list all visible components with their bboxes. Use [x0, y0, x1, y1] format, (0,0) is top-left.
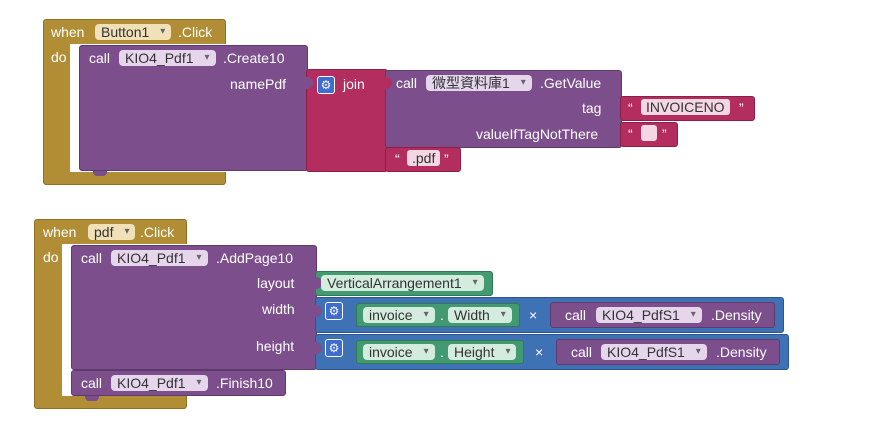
socket-connector [385, 77, 392, 89]
component-dropdown-kio4-pdf1[interactable]: KIO4_Pdf1 [111, 375, 208, 391]
multiply-operator: × [529, 307, 538, 323]
call-label: call [81, 250, 103, 266]
text-value-empty[interactable] [641, 125, 657, 141]
do-label: do [51, 49, 67, 65]
quote-open-icon: “ [628, 100, 633, 116]
multiply-operator: × [535, 344, 544, 360]
property-dropdown-width[interactable]: Width [448, 307, 512, 323]
method-name-label: .AddPage10 [216, 250, 294, 266]
dot-label: . [440, 307, 444, 323]
component-dropdown-kio4-pdfs1[interactable]: KIO4_PdfS1 [596, 307, 702, 323]
event-name-label: .Click [178, 24, 213, 40]
param-layout-label: layout [257, 275, 295, 291]
component-dropdown-button1[interactable]: Button1 [95, 24, 172, 40]
quote-close-icon: ” [444, 151, 449, 167]
param-namepdf-label: namePdf [230, 76, 287, 92]
quote-open-icon: “ [395, 151, 400, 167]
event-name-label: .Click [140, 224, 175, 240]
gear-icon[interactable]: ⚙ [325, 302, 343, 320]
when-label: when [43, 224, 77, 240]
join-label: join [343, 76, 365, 92]
gear-icon[interactable]: ⚙ [317, 76, 335, 94]
text-value-pdf-ext[interactable]: .pdf [407, 150, 441, 166]
component-dropdown-invoice[interactable]: invoice [363, 307, 435, 323]
method-name-label: .Finish10 [216, 375, 273, 391]
do-label: do [43, 249, 59, 265]
socket-connector [315, 277, 322, 289]
block-notch [93, 171, 107, 176]
socket-connector [315, 342, 322, 354]
quote-close-icon: ” [662, 126, 667, 142]
gear-icon[interactable]: ⚙ [325, 339, 343, 357]
method-name-label: .Density [716, 344, 767, 360]
call-label: call [89, 50, 111, 66]
call-block-create10[interactable] [79, 45, 308, 171]
socket-connector [315, 305, 322, 317]
component-dropdown-pdf[interactable]: pdf [88, 224, 136, 240]
text-value-invoiceno[interactable]: INVOICENO [641, 99, 730, 115]
quote-open-icon: “ [628, 126, 633, 142]
socket-connector [306, 77, 313, 89]
call-label: call [396, 75, 418, 91]
component-dropdown-kio4-pdfs1[interactable]: KIO4_PdfS1 [601, 344, 707, 360]
param-tag-label: tag [582, 100, 602, 116]
component-dropdown-kio4-pdf1[interactable]: KIO4_Pdf1 [119, 50, 216, 66]
property-dropdown-height[interactable]: Height [448, 344, 517, 360]
quote-close-icon: ” [739, 100, 744, 116]
when-label: when [51, 24, 85, 40]
method-name-label: .Density [711, 307, 762, 323]
component-dropdown-kio4-pdf1[interactable]: KIO4_Pdf1 [111, 250, 208, 266]
component-dropdown-tinydb[interactable]: 微型資料庫1 [426, 75, 532, 91]
call-label: call [81, 375, 103, 391]
component-dropdown-invoice[interactable]: invoice [363, 344, 435, 360]
param-valueiftagnotthere-label: valueIfTagNotThere [476, 126, 599, 142]
param-height-label: height [256, 338, 295, 354]
call-label: call [565, 307, 587, 323]
call-label: call [571, 344, 593, 360]
dot-label: . [440, 344, 444, 360]
block-notch [85, 396, 99, 401]
param-width-label: width [262, 301, 295, 317]
method-name-label: .GetValue [540, 75, 602, 91]
method-name-label: .Create10 [223, 50, 285, 66]
component-dropdown-verticalarrangement1[interactable]: VerticalArrangement1 [321, 275, 484, 291]
